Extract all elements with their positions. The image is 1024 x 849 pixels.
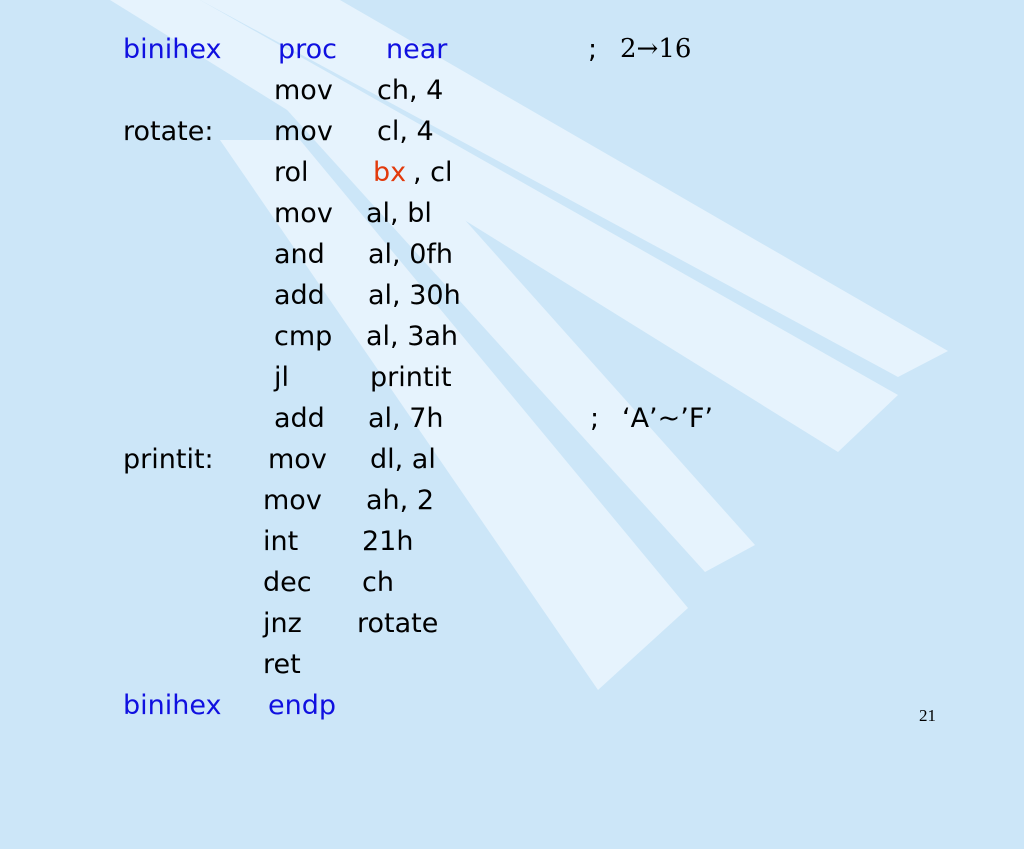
opcode: add [274,403,325,434]
opcode: rol [274,157,309,188]
opcode: int [263,526,299,557]
operand: al, 30h [368,280,461,311]
proc-end-keyword: endp [268,690,337,721]
opcode: ret [263,649,301,680]
comment-text: 2→16 [620,34,692,64]
operand: dl, al [370,444,436,475]
background-stripes [110,0,948,690]
proc-label: binihex [123,690,222,721]
opcode: mov [274,75,333,106]
operand: rotate [357,608,439,639]
proc-type: near [386,34,448,65]
code-line-9: jl printit [0,357,1024,398]
operand: cl, 4 [377,116,434,147]
operand: 21h [362,526,414,557]
code-line-7: add al, 30h [0,275,1024,316]
proc-keyword: proc [278,34,338,65]
comment-separator: ; [588,34,598,65]
operand: ch [362,567,394,598]
operand: , cl [413,157,453,188]
code-line-1: binihex proc near ; 2→16 [0,29,1024,70]
opcode: mov [274,116,333,147]
opcode: mov [268,444,327,475]
code-line-4: rol bx , cl [0,152,1024,193]
code-line-10: add al, 7h ; ‘A’~’F’ [0,398,1024,439]
highlighted-register: bx [373,157,407,188]
code-line-11: printit: mov dl, al [0,439,1024,480]
stripe-1 [200,0,948,377]
code-line-13: int 21h [0,521,1024,562]
opcode: and [274,239,325,270]
code-line-16: ret [0,644,1024,685]
code-line-5: mov al, bl [0,193,1024,234]
operand: al, 7h [368,403,444,434]
code-line-3: rotate: mov cl, 4 [0,111,1024,152]
code-line-15: jnz rotate [0,603,1024,644]
page-number: 21 [919,706,936,725]
opcode: mov [263,485,322,516]
slide: binihex proc near ; 2→16 mov ch, 4 rotat… [0,29,1024,726]
operand: al, bl [366,198,432,229]
operand: ch, 4 [377,75,444,106]
stripe-4 [220,140,688,690]
proc-label: binihex [123,34,222,65]
code-line-8: cmp al, 3ah [0,316,1024,357]
comment-text: ‘A’~’F’ [622,403,713,434]
operand: printit [370,362,452,393]
label: rotate: [123,116,214,147]
code-line-2: mov ch, 4 [0,70,1024,111]
code-line-17: binihex endp [0,685,1024,726]
opcode: jnz [263,608,302,639]
operand: al, 0fh [368,239,454,270]
operand: al, 3ah [366,321,459,352]
stripe-3 [260,80,755,572]
opcode: dec [263,567,312,598]
code-line-14: dec ch [0,562,1024,603]
opcode: jl [274,362,290,393]
opcode: mov [274,198,333,229]
comment-separator: ; [590,403,600,434]
code-line-6: and al, 0fh [0,234,1024,275]
code-line-12: mov ah, 2 [0,480,1024,521]
label: printit: [123,444,214,475]
opcode: cmp [274,321,333,352]
opcode: add [274,280,325,311]
operand: ah, 2 [366,485,435,516]
